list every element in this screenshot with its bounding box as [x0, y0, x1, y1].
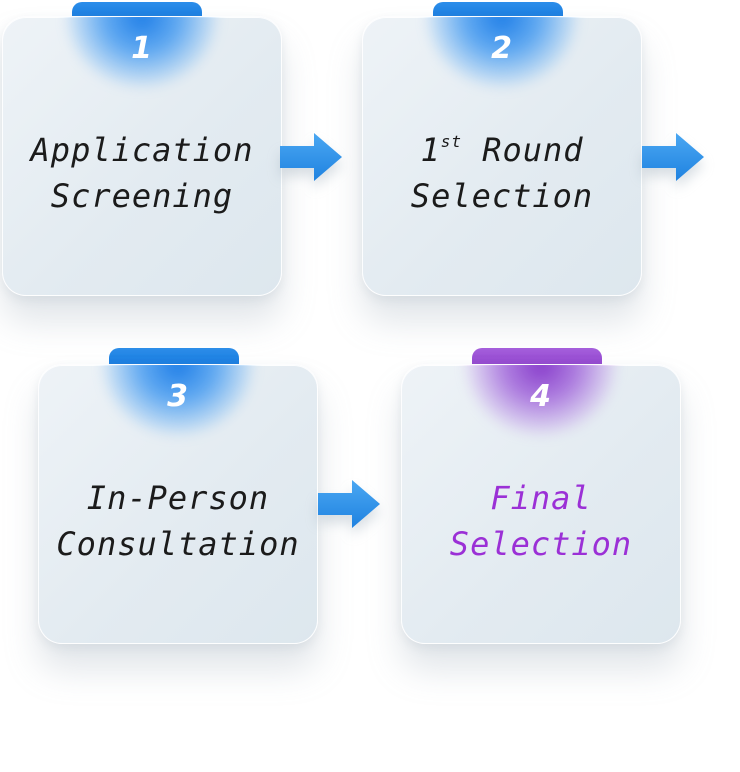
step-4-tab: [472, 348, 602, 364]
right-arrow-icon: [318, 480, 380, 528]
ordinal-suffix: st: [440, 132, 462, 151]
step-number: 3: [167, 379, 189, 414]
step-label-line-2: Consultation: [56, 525, 300, 563]
step-card-2: 2 1st Round Selection: [362, 16, 642, 296]
step-label-line-1: In-Person: [86, 479, 270, 517]
step-label-line-1: 1st Round: [363, 127, 641, 173]
step-label-line-2: Selection: [410, 177, 594, 215]
step-2-tab: [433, 2, 563, 18]
ordinal-number: 1: [420, 131, 441, 169]
step-label-rest: Round: [461, 131, 584, 169]
step-label: In-Person Consultation: [39, 475, 317, 567]
step-number: 4: [530, 379, 552, 414]
step-label: Application Screening: [3, 127, 281, 219]
step-card-1: 1 Application Screening: [2, 16, 282, 296]
step-label: 1st Round Selection: [363, 127, 641, 219]
step-label-line-1: Final: [490, 479, 592, 517]
step-1-tab: [72, 2, 202, 18]
right-arrow-icon: [280, 133, 342, 181]
step-number: 1: [131, 31, 153, 66]
step-3-tab: [109, 348, 239, 364]
step-card-3: 3 In-Person Consultation: [38, 364, 318, 644]
step-number: 2: [491, 31, 513, 66]
step-label-line-2: Selection: [449, 525, 633, 563]
step-label: Final Selection: [402, 475, 680, 567]
step-label-line-2: Screening: [50, 177, 234, 215]
step-label-line-1: Application: [30, 131, 254, 169]
step-card-4: 4 Final Selection: [401, 364, 681, 644]
right-arrow-icon: [642, 133, 704, 181]
